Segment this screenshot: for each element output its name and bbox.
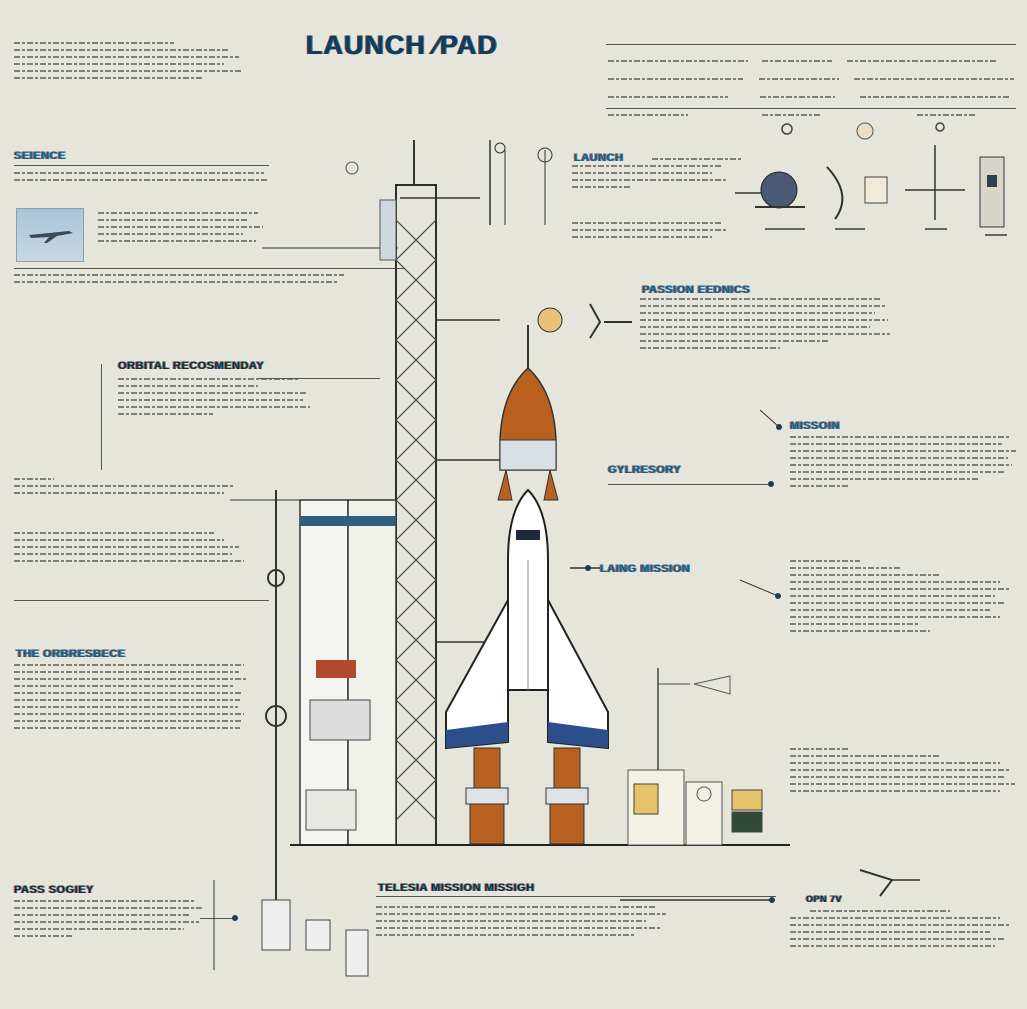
gyroscope-connector	[608, 484, 773, 485]
left-paragraph-1	[14, 478, 254, 499]
left-paragraph-2	[14, 532, 254, 567]
heading-telescope-mission: TELESIA MISSION MISSIGH	[378, 882, 535, 894]
aircraft-thumbnail	[16, 208, 84, 262]
pass-dot	[232, 915, 238, 921]
pass-connector	[200, 918, 234, 919]
capsule-module-icon	[864, 176, 888, 204]
heading-mission: MISSOIN	[790, 420, 840, 432]
laing-paragraph	[790, 560, 1015, 637]
science-rule	[14, 165, 269, 166]
orbital-bar	[101, 364, 102, 470]
service-structure	[261, 490, 397, 977]
antenna-arm-icon	[826, 166, 844, 220]
heading-pass: PASS SOGIEY	[14, 884, 94, 896]
plane-icon	[29, 231, 73, 243]
science-connector	[14, 268, 404, 269]
pass-paragraph	[14, 900, 214, 942]
mission-dot	[776, 424, 782, 430]
heading-science: SEIENCE	[14, 150, 66, 162]
small-ring-icon	[935, 122, 945, 132]
mission-paragraph	[790, 436, 1020, 492]
orbital-paragraph	[118, 378, 318, 420]
telescope-rule	[376, 896, 776, 897]
bottom-right-paragraph	[790, 910, 1020, 952]
gyroscope-dot	[768, 481, 774, 487]
left-connector	[14, 600, 269, 601]
orbital-connector	[258, 378, 380, 379]
heading-launch: LAUNCH	[574, 152, 624, 164]
ring-icon	[781, 123, 793, 135]
nose-cone-detail	[537, 303, 632, 339]
science-footnote	[14, 274, 354, 288]
space-shuttle	[445, 325, 609, 845]
science-paragraph	[14, 172, 274, 186]
telescope-paragraph	[376, 906, 676, 941]
launch-paragraph-2	[572, 222, 732, 243]
component-icons-row	[735, 122, 1007, 236]
science-detail-paragraph	[98, 212, 268, 247]
orbrespence-paragraph	[14, 664, 254, 734]
heading-passion: PASSION EEDNICS	[642, 284, 751, 296]
heading-gyroscope: GYLRESORY	[608, 464, 682, 476]
top-right-rule-bottom	[606, 108, 1016, 109]
intro-paragraph	[14, 42, 242, 84]
ground-equipment	[627, 668, 763, 846]
small-label: OPN 7V	[806, 894, 843, 904]
heading-orbital: ORBITAL RECOSMENDAY	[118, 360, 265, 372]
passion-paragraph	[640, 298, 890, 354]
top-right-rule	[606, 44, 1016, 45]
top-right-paragraph	[608, 54, 1018, 126]
heading-orbrespence: THE ORBRESBECE	[16, 648, 126, 660]
right-lower-paragraph	[790, 748, 1020, 797]
launch-tower	[379, 140, 437, 846]
launch-paragraph	[572, 158, 752, 193]
capsule-icon	[537, 307, 563, 333]
booster-stage-icon	[979, 156, 1005, 228]
page-title: LAUNCH ⁄PAD	[306, 30, 498, 60]
sphere-icon	[856, 122, 874, 140]
heading-laing-mission: LAING MISSION	[600, 563, 691, 575]
